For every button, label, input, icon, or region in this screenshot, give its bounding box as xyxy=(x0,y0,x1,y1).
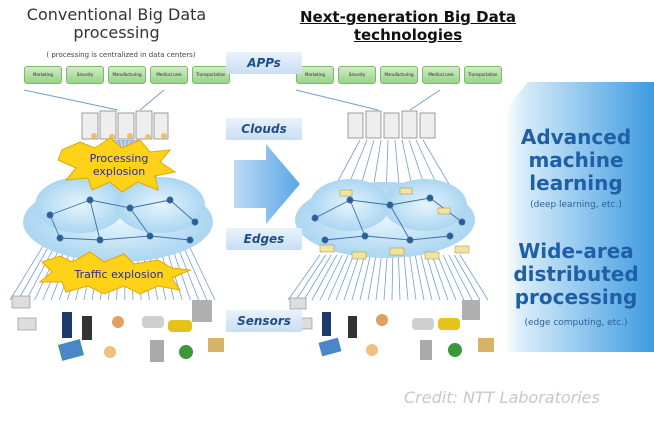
connection-line xyxy=(367,254,377,301)
layer-label-apps: APPs xyxy=(226,52,302,74)
connection-line xyxy=(414,254,425,301)
connection-line xyxy=(459,254,489,301)
connection-line xyxy=(409,254,417,301)
app-tile: Medical care xyxy=(150,66,188,84)
right-panel-shape xyxy=(505,82,654,352)
processing-burst xyxy=(57,137,177,193)
connection-line xyxy=(311,254,338,301)
left-app-row: Marketing Security Manufacturing Medical… xyxy=(24,66,230,84)
panel-heading-ml: Advanced machine learning xyxy=(520,125,632,195)
app-tile: Security xyxy=(338,66,376,84)
layer-label-edges: Edges xyxy=(226,228,302,250)
right-sensors xyxy=(289,297,494,360)
connection-line xyxy=(409,89,441,111)
panel-note-distributed: (edge computing, etc.) xyxy=(524,318,628,328)
connection-line xyxy=(335,254,354,301)
connection-line xyxy=(319,254,343,301)
app-tile: Transportation xyxy=(464,66,502,84)
app-tile: Manufacturing xyxy=(108,66,146,84)
connection-line xyxy=(295,89,379,111)
app-tile: Manufacturing xyxy=(380,66,418,84)
traffic-burst xyxy=(38,251,192,295)
connection-line xyxy=(431,254,449,301)
connection-line xyxy=(359,254,371,301)
layer-label-sensors: Sensors xyxy=(226,310,302,332)
left-subtitle: ( processing is centralized in data cent… xyxy=(46,51,196,59)
left-title: Conventional Big Data processing xyxy=(26,5,207,42)
connection-line xyxy=(287,254,321,301)
app-tile: Marketing xyxy=(24,66,62,84)
right-servers xyxy=(347,110,436,139)
connection-line xyxy=(23,89,119,111)
connection-line xyxy=(303,254,332,301)
connection-line xyxy=(295,254,326,301)
right-app-row: Marketing Security Manufacturing Medical… xyxy=(296,66,502,84)
panel-heading-distributed: Wide-area distributed processing xyxy=(513,239,639,309)
credit-text: Credit: NTT Laboratories xyxy=(404,388,600,407)
connection-line xyxy=(139,89,165,111)
connection-line xyxy=(426,254,441,301)
connection-line xyxy=(448,254,473,301)
traffic-explosion-label: Traffic explosion xyxy=(74,268,164,281)
app-tile: Marketing xyxy=(296,66,334,84)
app-tile: Security xyxy=(66,66,104,84)
connection-line xyxy=(375,254,382,301)
connection-line xyxy=(442,254,465,301)
processing-explosion-label: Processing explosion xyxy=(89,152,149,178)
connection-line xyxy=(351,254,366,301)
connection-line xyxy=(437,254,457,301)
connection-line xyxy=(391,254,394,301)
connection-line xyxy=(327,254,349,301)
app-tile: Transportation xyxy=(192,66,230,84)
transition-arrow xyxy=(234,144,300,224)
layer-label-clouds: Clouds xyxy=(226,118,302,140)
left-servers xyxy=(81,110,169,140)
left-sensors xyxy=(11,295,224,362)
connection-line xyxy=(383,254,388,301)
right-title: Next-generation Big Data technologies xyxy=(300,8,516,44)
panel-note-ml: (deep learning, etc.) xyxy=(530,200,622,210)
connection-line xyxy=(343,254,360,301)
connection-line xyxy=(454,254,481,301)
app-tile: Medical care xyxy=(422,66,460,84)
connection-line xyxy=(420,254,433,301)
connection-line xyxy=(403,254,409,301)
connection-line xyxy=(398,254,401,301)
